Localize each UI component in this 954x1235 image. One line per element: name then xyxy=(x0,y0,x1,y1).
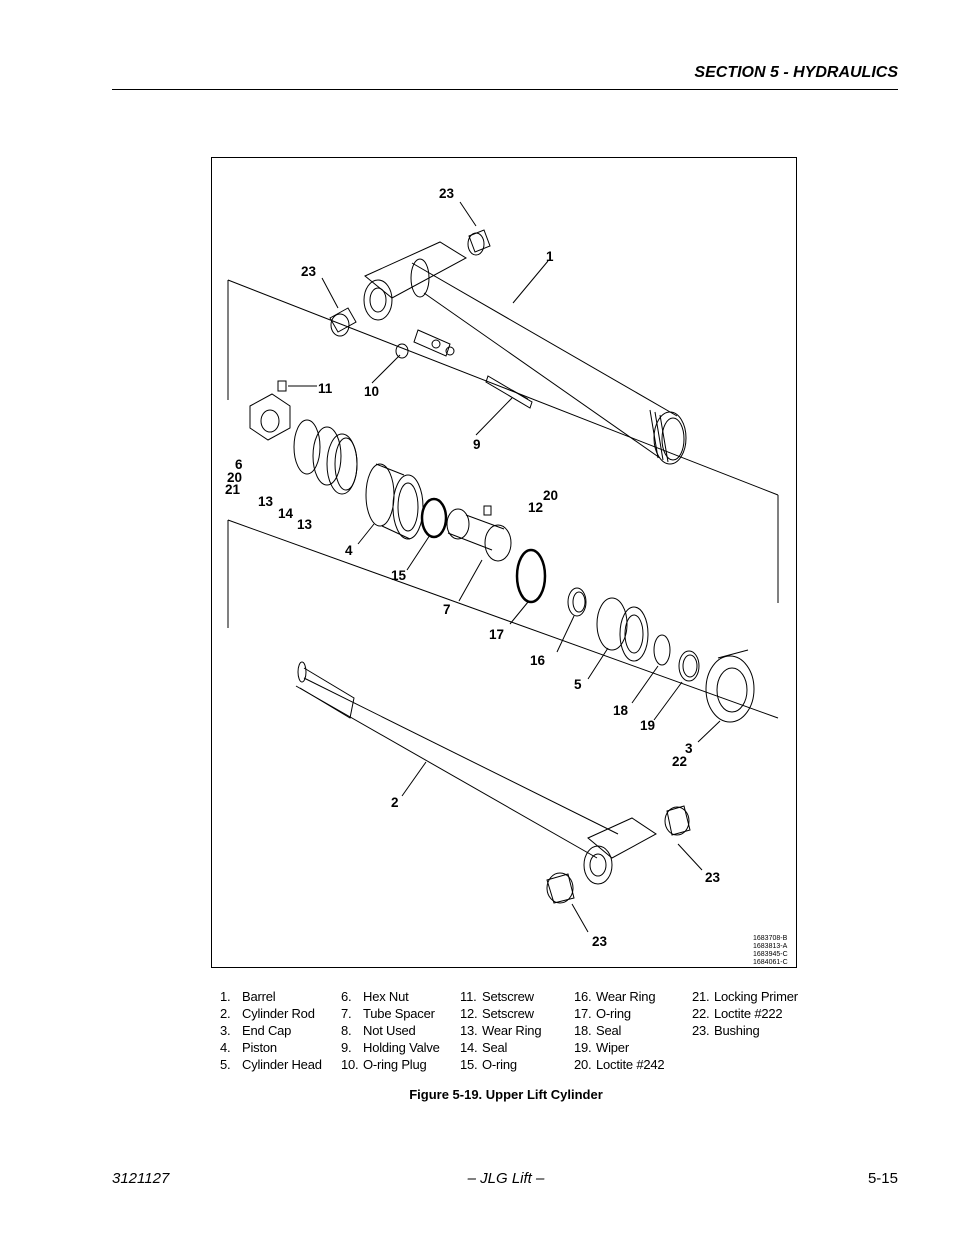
section-header: SECTION 5 - HYDRAULICS xyxy=(694,64,898,81)
callout-label: 11 xyxy=(318,381,333,396)
exploded-view-figure: 23 1 23 11 10 9 6 20 21 13 14 13 20 12 4… xyxy=(211,157,797,968)
callout-label: 7 xyxy=(443,602,451,617)
legend-column: 1.Barrel 2.Cylinder Rod 3.End Cap 4.Pist… xyxy=(220,988,322,1073)
legend-item: 4.Piston xyxy=(220,1040,277,1055)
callout-label: 2 xyxy=(391,795,399,810)
drawing-number: 1684061-C xyxy=(753,959,788,966)
legend-item: 13.Wear Ring xyxy=(460,1023,542,1038)
legend-item: 12.Setscrew xyxy=(460,1006,534,1021)
callout-label: 4 xyxy=(345,543,353,558)
publisher-footer: – JLG Lift – xyxy=(467,1170,545,1187)
callout-label: 18 xyxy=(613,703,629,718)
callout-label: 23 xyxy=(439,186,455,201)
callout-label: 3 xyxy=(685,741,693,756)
callout-label: 20 xyxy=(543,488,558,503)
legend-item: 7.Tube Spacer xyxy=(341,1006,435,1021)
header-rule xyxy=(112,89,898,90)
legend-item: 20.Loctite #242 xyxy=(574,1057,665,1072)
drawing-number: 1683813-A xyxy=(753,943,788,950)
legend-item: 21.Locking Primer xyxy=(692,989,798,1004)
callout-label: 23 xyxy=(705,870,721,885)
doc-number: 3121127 xyxy=(112,1170,170,1187)
page-number: 5-15 xyxy=(867,1170,898,1187)
callout-label: 15 xyxy=(391,568,407,583)
legend-item: 19.Wiper xyxy=(574,1040,629,1055)
legend-item: 22.Loctite #222 xyxy=(692,1006,783,1021)
legend-item: 16.Wear Ring xyxy=(574,989,656,1004)
legend-item: 9.Holding Valve xyxy=(341,1040,440,1055)
legend-item: 18.Seal xyxy=(574,1023,622,1038)
cylinder-head-part xyxy=(596,597,649,662)
callout-label: 21 xyxy=(225,482,241,497)
legend-item: 1.Barrel xyxy=(220,989,276,1004)
drawing-number: 1683708-B xyxy=(753,935,788,942)
callout-label: 23 xyxy=(592,934,608,949)
callout-label: 6 xyxy=(235,457,243,472)
callout-label: 5 xyxy=(574,677,582,692)
cylinder-exploded-drawing: 23 1 23 11 10 9 6 20 21 13 14 13 20 12 4… xyxy=(225,186,788,966)
legend-item: 8.Not Used xyxy=(341,1023,416,1038)
callout-label: 14 xyxy=(278,506,294,521)
legend-item: 10.O-ring Plug xyxy=(341,1057,427,1072)
legend-item: 6.Hex Nut xyxy=(341,989,409,1004)
callout-label: 22 xyxy=(672,754,687,769)
callout-label: 23 xyxy=(301,264,317,279)
legend-column: 6.Hex Nut 7.Tube Spacer 8.Not Used 9.Hol… xyxy=(341,988,440,1073)
legend-item: 23.Bushing xyxy=(692,1023,760,1038)
callout-label: 13 xyxy=(297,517,313,532)
legend-item: 2.Cylinder Rod xyxy=(220,1006,315,1021)
callout-label: 16 xyxy=(530,653,546,668)
legend-item: 5.Cylinder Head xyxy=(220,1057,322,1072)
piston-part xyxy=(365,463,424,540)
legend-column: 11.Setscrew 12.Setscrew 13.Wear Ring 14.… xyxy=(460,988,542,1073)
callout-label: 1 xyxy=(546,249,554,264)
cylinder-rod-part xyxy=(295,661,657,885)
legend-column: 16.Wear Ring 17.O-ring 18.Seal 19.Wiper … xyxy=(574,988,665,1073)
legend-item: 3.End Cap xyxy=(220,1023,292,1038)
tube-spacer-part xyxy=(446,505,512,562)
callout-label: 17 xyxy=(489,627,504,642)
callout-label: 20 xyxy=(227,470,242,485)
callout-label: 19 xyxy=(640,718,655,733)
drawing-number: 1683945-C xyxy=(753,951,788,958)
legend-item: 11.Setscrew xyxy=(460,989,534,1004)
legend-column: 21.Locking Primer 22.Loctite #222 23.Bus… xyxy=(692,988,798,1039)
callout-label: 12 xyxy=(528,500,543,515)
callout-label: 13 xyxy=(258,494,274,509)
callout-label: 9 xyxy=(473,437,481,452)
legend-item: 14.Seal xyxy=(460,1040,508,1055)
figure-caption: Figure 5-19. Upper Lift Cylinder xyxy=(409,1087,603,1102)
legend-item: 17.O-ring xyxy=(574,1006,631,1021)
legend-item: 15.O-ring xyxy=(460,1057,517,1072)
end-cap-part xyxy=(705,649,755,723)
callout-label: 10 xyxy=(364,384,379,399)
barrel-part xyxy=(363,241,687,465)
bushing-part xyxy=(329,229,691,904)
